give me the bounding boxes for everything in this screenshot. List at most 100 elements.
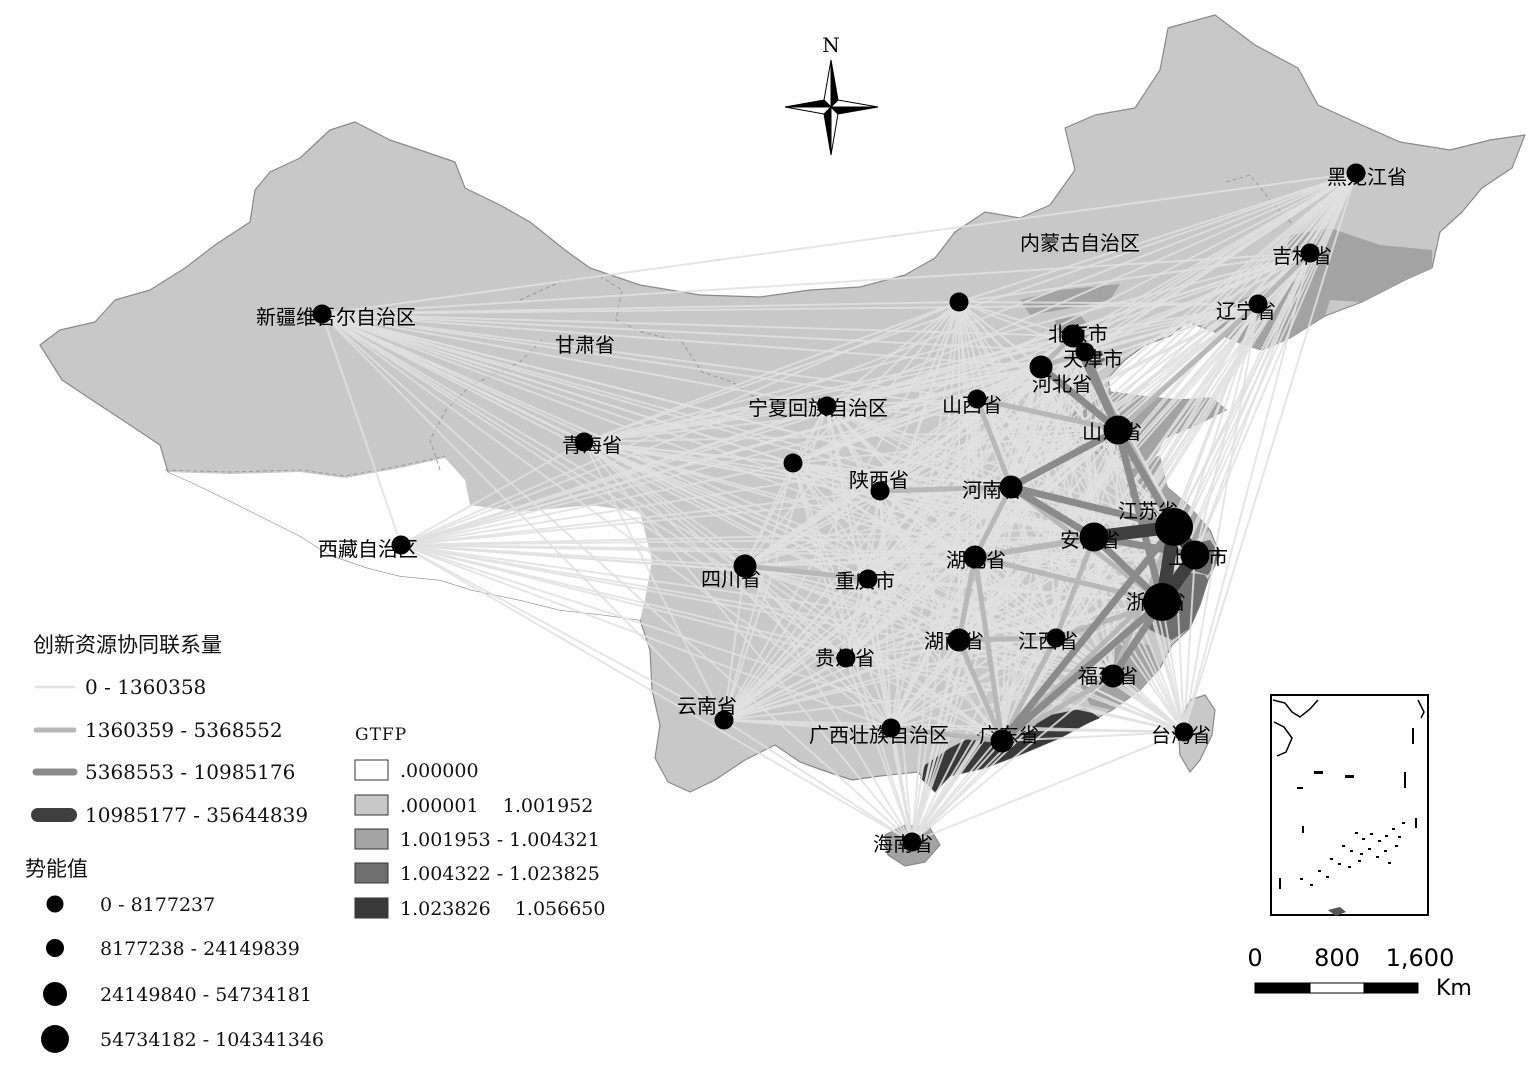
province-dot (881, 718, 901, 738)
link-line (723, 462, 794, 721)
link-line (890, 637, 1057, 729)
link-line (321, 303, 1259, 315)
link-line (744, 405, 828, 567)
link-line (826, 398, 978, 407)
legend-potential-label: 8177238 - 24149839 (100, 938, 300, 960)
link-line (723, 301, 960, 721)
legend-gtfp-label: 1.004322 - 1.023825 (400, 863, 600, 885)
link-line (867, 554, 1196, 580)
province-dot (902, 832, 922, 852)
scale-label: 800 (1314, 944, 1360, 972)
scale-segment (1254, 982, 1311, 994)
link-line (723, 657, 847, 721)
link-line (400, 544, 1196, 556)
province-dot (1300, 243, 1320, 263)
province-dot (1346, 163, 1366, 183)
link-line (723, 639, 960, 721)
inset-coastline (1273, 721, 1293, 757)
link-line (1053, 534, 1097, 641)
north-arrow: N (784, 33, 879, 156)
inset-coastline (1417, 699, 1425, 719)
scale-label: 1,600 (1386, 944, 1455, 972)
link-line (826, 405, 1114, 677)
province-boundary (164, 455, 446, 477)
link-line (911, 675, 1114, 843)
legend-potential-label: 54734182 - 104341346 (100, 1029, 324, 1051)
link-line (1037, 363, 1122, 434)
legend-gtfp-label: 1.001953 - 1.004321 (400, 829, 600, 851)
link-line (1173, 252, 1311, 528)
province-dot (1075, 342, 1095, 362)
link-line (911, 731, 1185, 843)
link-line (723, 556, 976, 721)
link-line (888, 725, 1005, 744)
link-line (400, 462, 794, 546)
link-line (583, 441, 746, 567)
link-line (321, 313, 725, 721)
link-line (890, 675, 1114, 729)
province-dot (391, 535, 411, 555)
province-dot (1029, 355, 1053, 379)
link-line (1072, 252, 1311, 337)
link-line (1161, 601, 1185, 733)
province-dot (1079, 522, 1109, 552)
link-line (845, 578, 869, 659)
inset-island-blob (1328, 907, 1346, 916)
link-line (321, 172, 1357, 315)
link-line (877, 484, 1014, 494)
link-line (792, 172, 1357, 464)
east-arrow-arm (829, 99, 879, 108)
link-line (867, 578, 1114, 677)
link-line (879, 490, 913, 843)
legend-link-label: 0 - 1360358 (85, 675, 206, 699)
province-dot (949, 292, 969, 312)
link-line (974, 556, 1057, 639)
legend-potential-label: 24149840 - 54734181 (100, 984, 312, 1006)
province-dot (1248, 294, 1268, 314)
links-layer (321, 172, 1357, 843)
link-line (583, 351, 1086, 443)
province-dot (1174, 722, 1194, 742)
link-line (400, 405, 828, 546)
scale-bar: 0 800 1,600 Km (1247, 944, 1472, 1001)
link-line (400, 544, 960, 641)
link-line (723, 637, 1057, 721)
legend-gtfp-swatch (354, 794, 389, 816)
province-dot (990, 729, 1014, 753)
link-line (400, 544, 1003, 742)
link-line (972, 554, 1005, 744)
link-line (972, 484, 1014, 560)
legend-gtfp-title: GTFP (355, 725, 407, 745)
link-line (1183, 554, 1196, 733)
province-dot (1103, 415, 1133, 445)
link-line (321, 313, 976, 558)
link-line (792, 429, 1119, 464)
legend-potential: 势能值 0 - 8177237 8177238 - 24149839 24149… (25, 857, 324, 1053)
inset-islands (1279, 728, 1417, 889)
link-line (400, 544, 913, 843)
link-line (321, 313, 402, 546)
link-line (826, 405, 1012, 488)
link-line (744, 301, 960, 567)
link-line (400, 544, 892, 729)
link-line (583, 303, 1259, 443)
link-line (867, 578, 1003, 742)
province-dot (574, 432, 594, 452)
link-line (723, 719, 913, 843)
province-dot (1046, 628, 1066, 648)
south-arrow-arm (830, 105, 839, 156)
link-line (400, 301, 960, 546)
scale-unit: Km (1436, 976, 1472, 1001)
link-line (956, 635, 1059, 643)
north-arrow-arm (823, 59, 832, 109)
link-line (744, 565, 892, 729)
province-label: 新疆维吾尔自治区 (256, 305, 416, 329)
link-line (400, 544, 725, 721)
province-dot (870, 481, 890, 501)
link-line (826, 405, 1119, 431)
link-line (583, 335, 1074, 443)
link-line (321, 313, 1042, 368)
link-line (723, 565, 746, 721)
link-line (321, 313, 913, 843)
legend-gtfp-label: .000001 1.001952 (400, 795, 593, 817)
